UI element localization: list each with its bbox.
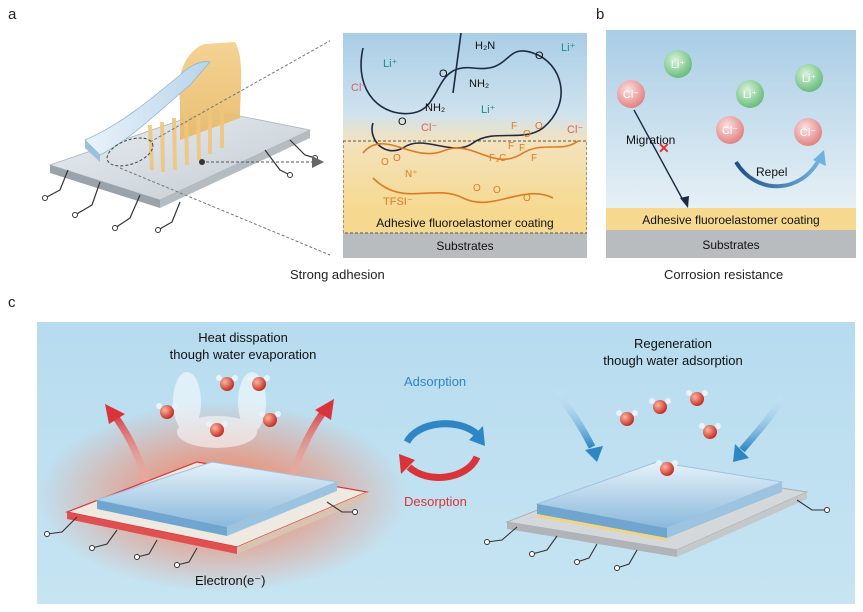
amide-low: NH₂ <box>425 102 445 114</box>
svg-text:O: O <box>493 185 501 196</box>
svg-text:O: O <box>398 116 407 128</box>
coating-label-a: Adhesive fluoroelastomer coating <box>376 216 553 230</box>
li-ion-mid: Li⁺ <box>736 80 764 108</box>
svg-text:Li⁺: Li⁺ <box>671 59 686 71</box>
li-ion-right: Li⁺ <box>795 64 823 92</box>
electron-label: Electron(e⁻) <box>195 573 266 588</box>
zoom-background <box>343 33 587 213</box>
water-molecules-left <box>156 375 281 437</box>
svg-text:O: O <box>535 50 544 62</box>
svg-text:O: O <box>473 183 481 194</box>
cl-ion-1: Cl⁻ <box>351 82 367 94</box>
left-title-line1: Heat disspation <box>198 330 288 345</box>
polymer-chain-blue <box>360 47 562 152</box>
panel-b-letter: b <box>596 6 605 23</box>
svg-text:F₃C: F₃C <box>489 153 506 164</box>
svg-text:F: F <box>511 121 517 132</box>
cl-ion-right: Cl⁻ <box>794 118 822 146</box>
cl-ion-mid: Cl⁻ <box>716 116 744 144</box>
marker-dot <box>199 159 205 165</box>
svg-text:Cl⁻: Cl⁻ <box>800 127 816 139</box>
panel-a-letter: a <box>8 6 17 23</box>
elastomer-strip <box>84 61 211 156</box>
migration-label: Migration <box>626 133 675 147</box>
svg-text:Li⁺: Li⁺ <box>802 73 817 85</box>
substrate-label-a: Substrates <box>436 239 493 253</box>
coating-layer-b <box>606 208 856 230</box>
li-ion-1: Li⁺ <box>383 58 398 70</box>
left-title-line2: though water evaporation <box>169 347 317 362</box>
thermal-cycle-diagram-c <box>37 322 855 604</box>
substrate-layer-b <box>606 230 856 258</box>
svg-text:F: F <box>531 153 537 164</box>
coating-label-b: Adhesive fluoroelastomer coating <box>642 213 819 227</box>
svg-text:O: O <box>393 153 401 164</box>
zoom-substrate <box>343 233 587 258</box>
svg-text:Cl⁻: Cl⁻ <box>623 89 639 101</box>
desorption-label: Desorption <box>404 494 467 509</box>
svg-text:O: O <box>439 68 448 80</box>
zoom-box-a: H₂N O NH₂ O NH₂ O Li⁺ Li⁺ Li⁺ Cl⁻ Cl⁻ Cl… <box>343 33 587 258</box>
svg-text:F: F <box>508 141 514 152</box>
polymer-chain-orange <box>362 140 579 160</box>
substrate-label-b: Substrates <box>702 238 759 252</box>
cl-ion-left: Cl⁻ <box>617 80 645 108</box>
li-ion-3: Li⁺ <box>481 104 496 116</box>
cl-ion-2: Cl⁻ <box>421 122 437 134</box>
repel-arrow <box>734 157 822 189</box>
adsorption-label: Adsorption <box>404 374 467 389</box>
svg-text:O: O <box>523 129 531 140</box>
svg-text:N⁺: N⁺ <box>405 169 418 180</box>
water-molecules-right <box>616 390 721 476</box>
inflow-arrow-left <box>554 389 596 449</box>
panel-c-letter: c <box>8 294 16 311</box>
amide-mid: NH₂ <box>469 78 489 90</box>
cl-ion-3: Cl⁻ <box>567 124 583 136</box>
li-ion-top: Li⁺ <box>664 50 692 78</box>
caption-corrosion-resistance: Corrosion resistance <box>664 267 784 282</box>
migration-arrow <box>633 109 685 203</box>
desorption-arrow <box>406 455 481 481</box>
svg-text:O: O <box>535 121 543 132</box>
repel-label: Repel <box>756 165 787 179</box>
svg-text:Li⁺: Li⁺ <box>743 89 758 101</box>
li-ion-2: Li⁺ <box>561 42 576 54</box>
right-title-line1: Regeneration <box>633 336 713 351</box>
device-illustration-a <box>42 40 330 256</box>
blocked-x-icon: ✕ <box>658 140 670 156</box>
corrosion-diagram-b: Cl⁻ Li⁺ Li⁺ Li⁺ Cl⁻ Cl⁻ ✕ Migration Repe… <box>606 30 856 258</box>
caption-strong-adhesion: Strong adhesion <box>290 267 385 282</box>
svg-text:Cl⁻: Cl⁻ <box>722 125 738 137</box>
svg-text:O: O <box>523 193 531 204</box>
svg-text:F: F <box>519 143 525 154</box>
amide-top: H₂N <box>475 40 495 52</box>
right-title-line2: though water adsorption <box>603 353 743 368</box>
adsorption-arrow <box>403 420 480 444</box>
inflow-arrow-right <box>739 395 786 453</box>
tfsi-label: TFSI⁻ <box>383 196 413 208</box>
svg-text:O: O <box>381 157 389 168</box>
